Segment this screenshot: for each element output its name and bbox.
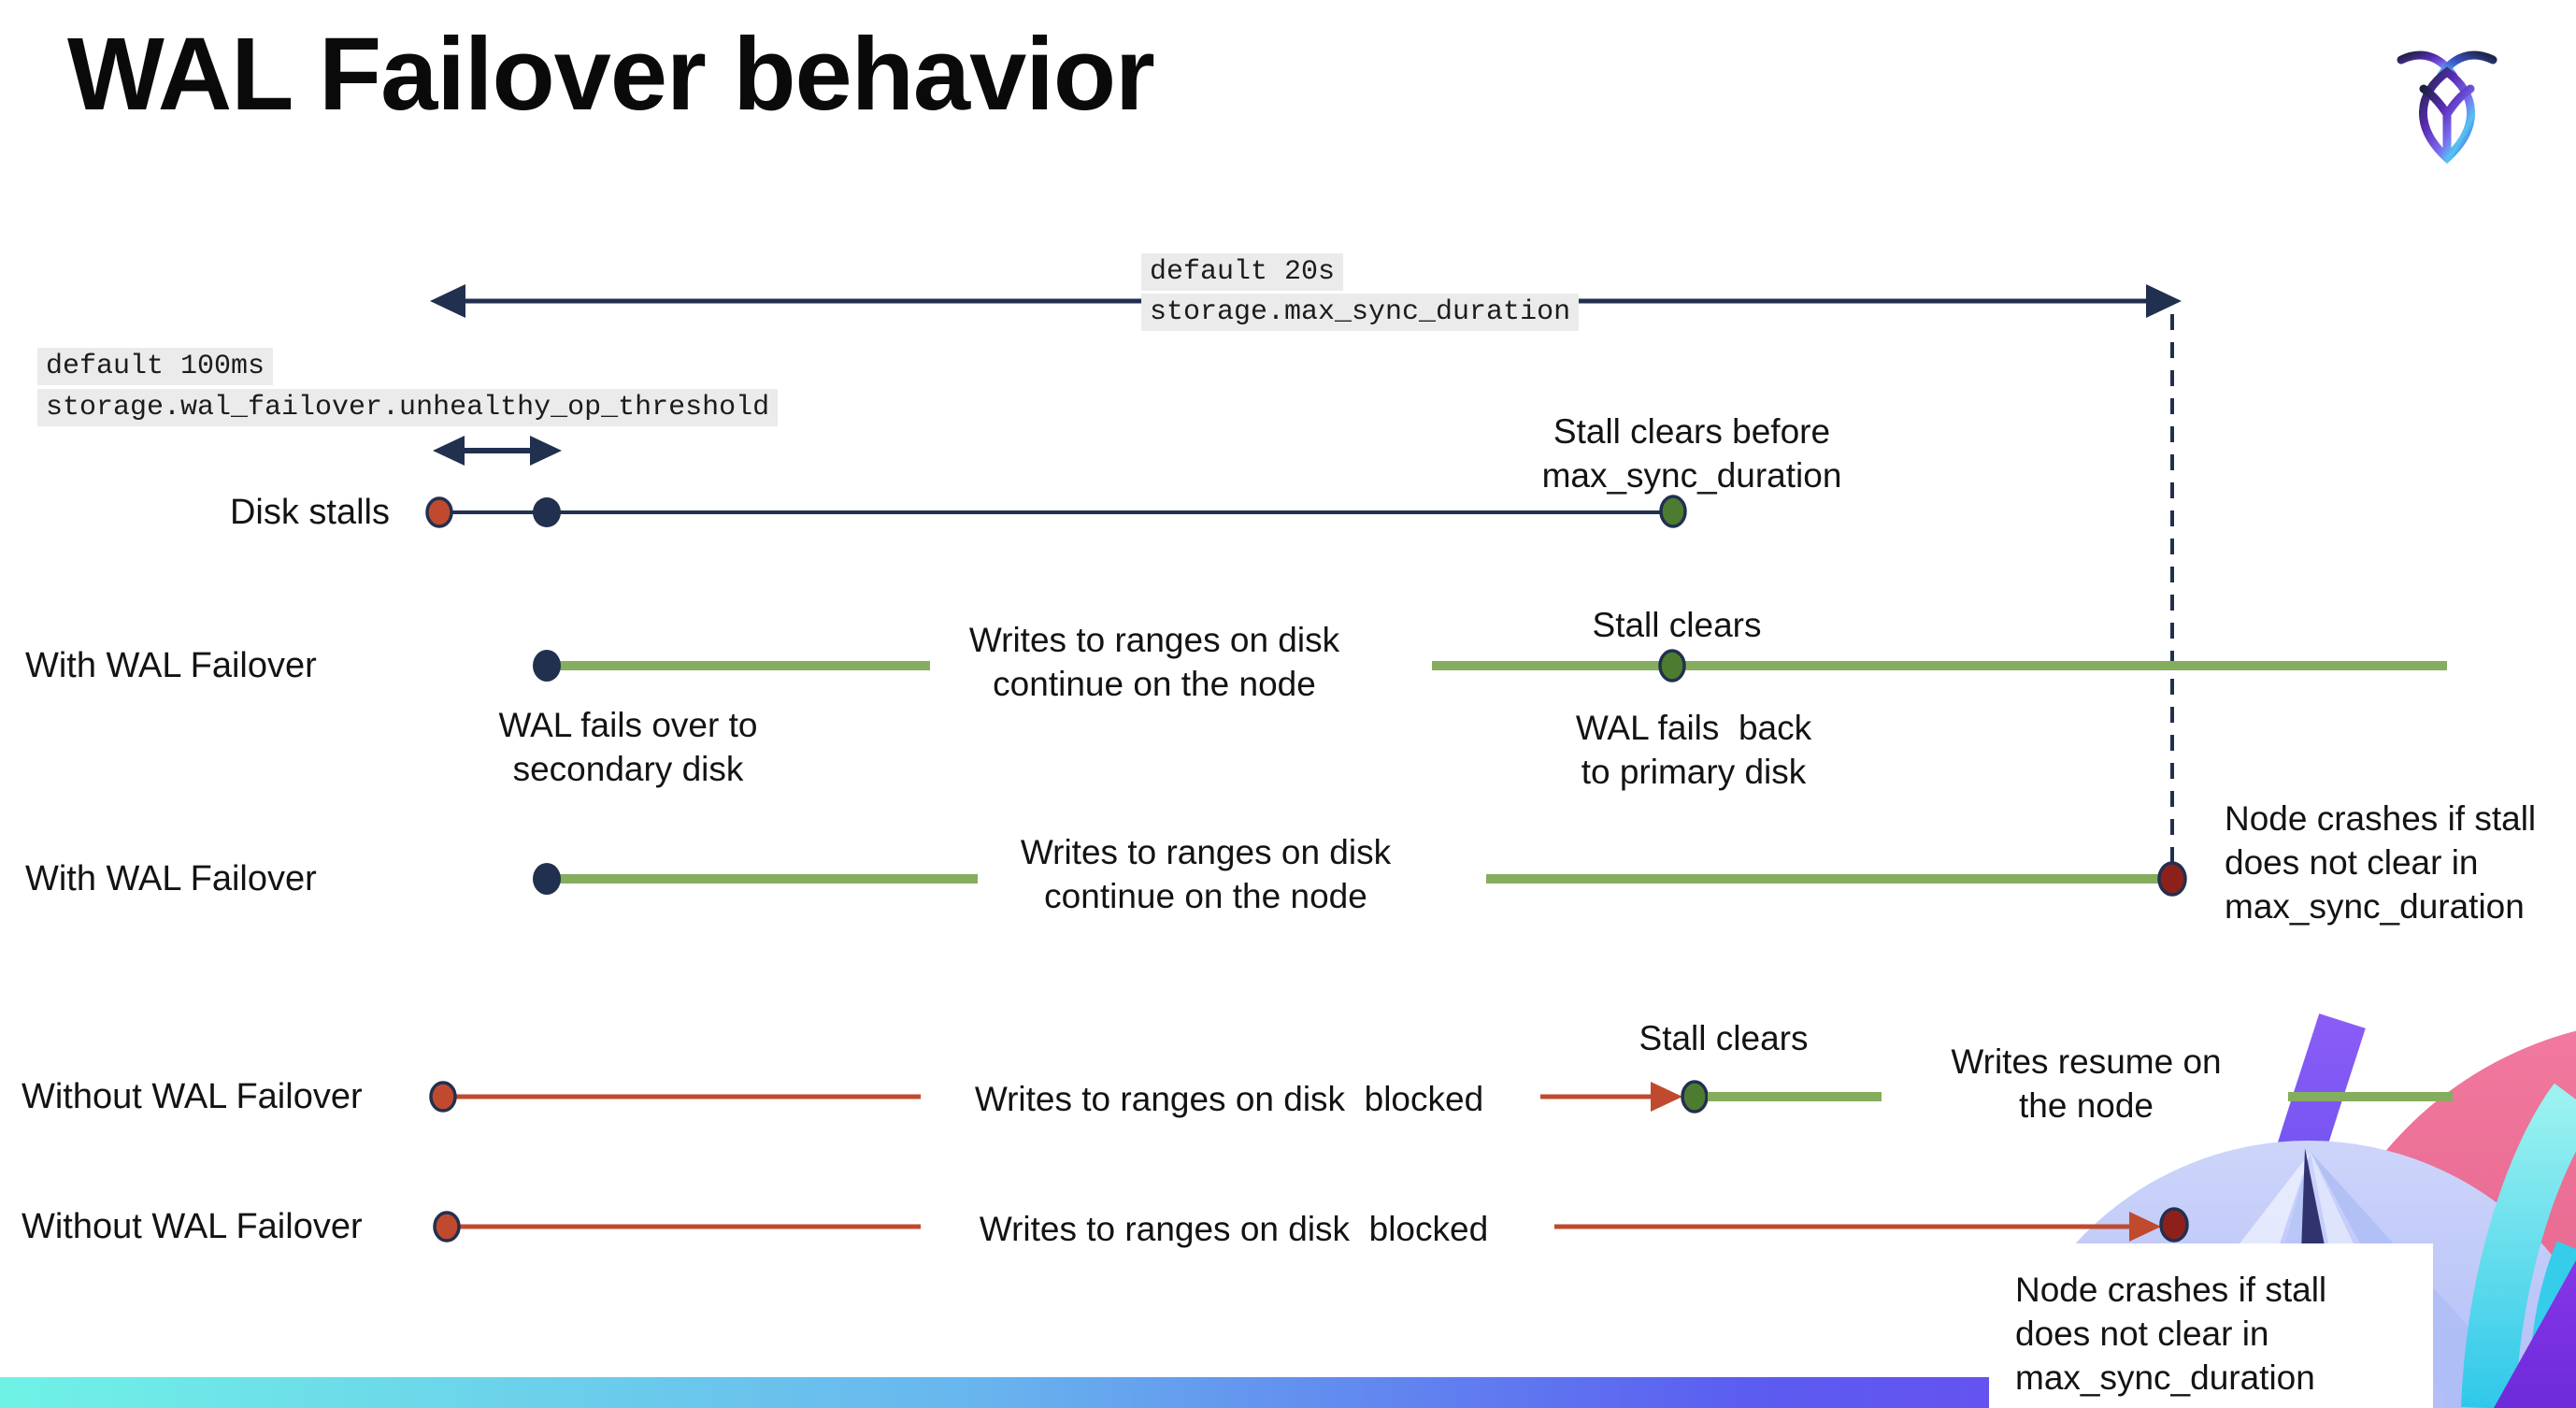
failover-dot-3 [533,863,561,895]
note-stall-clears-2: Stall clears [1639,1019,1809,1057]
stall-clears-dot-1 [1659,495,1687,528]
unhealthy-op-setting-chip: storage.wal_failover.unhealthy_op_thresh… [37,389,779,426]
note-stall-clears-1: Stall clears [1592,606,1762,644]
threshold-arrowhead-left [433,436,465,466]
note-writes-resume: Writes resume on the node [1951,1042,2222,1125]
failover-threshold-dot-1 [533,497,561,527]
crash-note-box: Node crashes if stall does not clear in … [1989,1243,2433,1408]
page-title: WAL Failover behavior [67,17,1155,132]
threshold-arrowhead-right [530,436,562,466]
note-writes-blocked-2: Writes to ranges on disk blocked [979,1210,1489,1248]
note-wal-fails-over: WAL fails over to secondary disk [498,706,758,788]
note-wal-fails-back: WAL fails back to primary disk [1575,709,1812,791]
unhealthy-op-default-chip: default 100ms [37,348,274,385]
disk-stall-start-dot-2 [429,1081,457,1113]
stall-clears-dot-2 [1658,649,1686,682]
row-label-with-wal-failover-2: With WAL Failover [25,859,317,898]
logo-inner-y-path [2419,84,2475,161]
row-label-disk-stalls: Disk stalls [229,493,390,532]
note-stall-clears-before: Stall clears before max_sync_duration [1541,412,1842,495]
note-writes-continue-1: Writes to ranges on disk continue on the… [968,621,1340,703]
art-cyan-arch [2461,1083,2576,1408]
art-purple-corner [2494,1260,2576,1408]
row-label-without-wal-failover-2: Without WAL Failover [21,1207,363,1246]
cockroachdb-logo [2397,50,2497,165]
note-writes-continue-2: Writes to ranges on disk continue on the… [1020,833,1392,915]
max-sync-arrowhead-left [430,284,465,318]
note-writes-blocked-1: Writes to ranges on disk blocked [974,1080,1484,1118]
max-sync-arrowhead-right [2146,284,2182,318]
row-label-without-wal-failover-1: Without WAL Failover [21,1077,363,1116]
note-node-crashes-1: Node crashes if stall does not clear in … [2225,799,2537,926]
node-crash-dot-1 [2157,861,2187,897]
note-node-crashes-2: Node crashes if stall does not clear in … [2015,1271,2327,1397]
max-sync-setting-chip: storage.max_sync_duration [1141,294,1580,331]
row-label-with-wal-failover-1: With WAL Failover [25,646,317,685]
max-sync-default-chip: default 20s [1141,253,1344,291]
disk-stall-start-dot [425,496,453,528]
disk-stall-start-dot-3 [433,1211,461,1243]
failover-dot-2 [533,650,561,682]
